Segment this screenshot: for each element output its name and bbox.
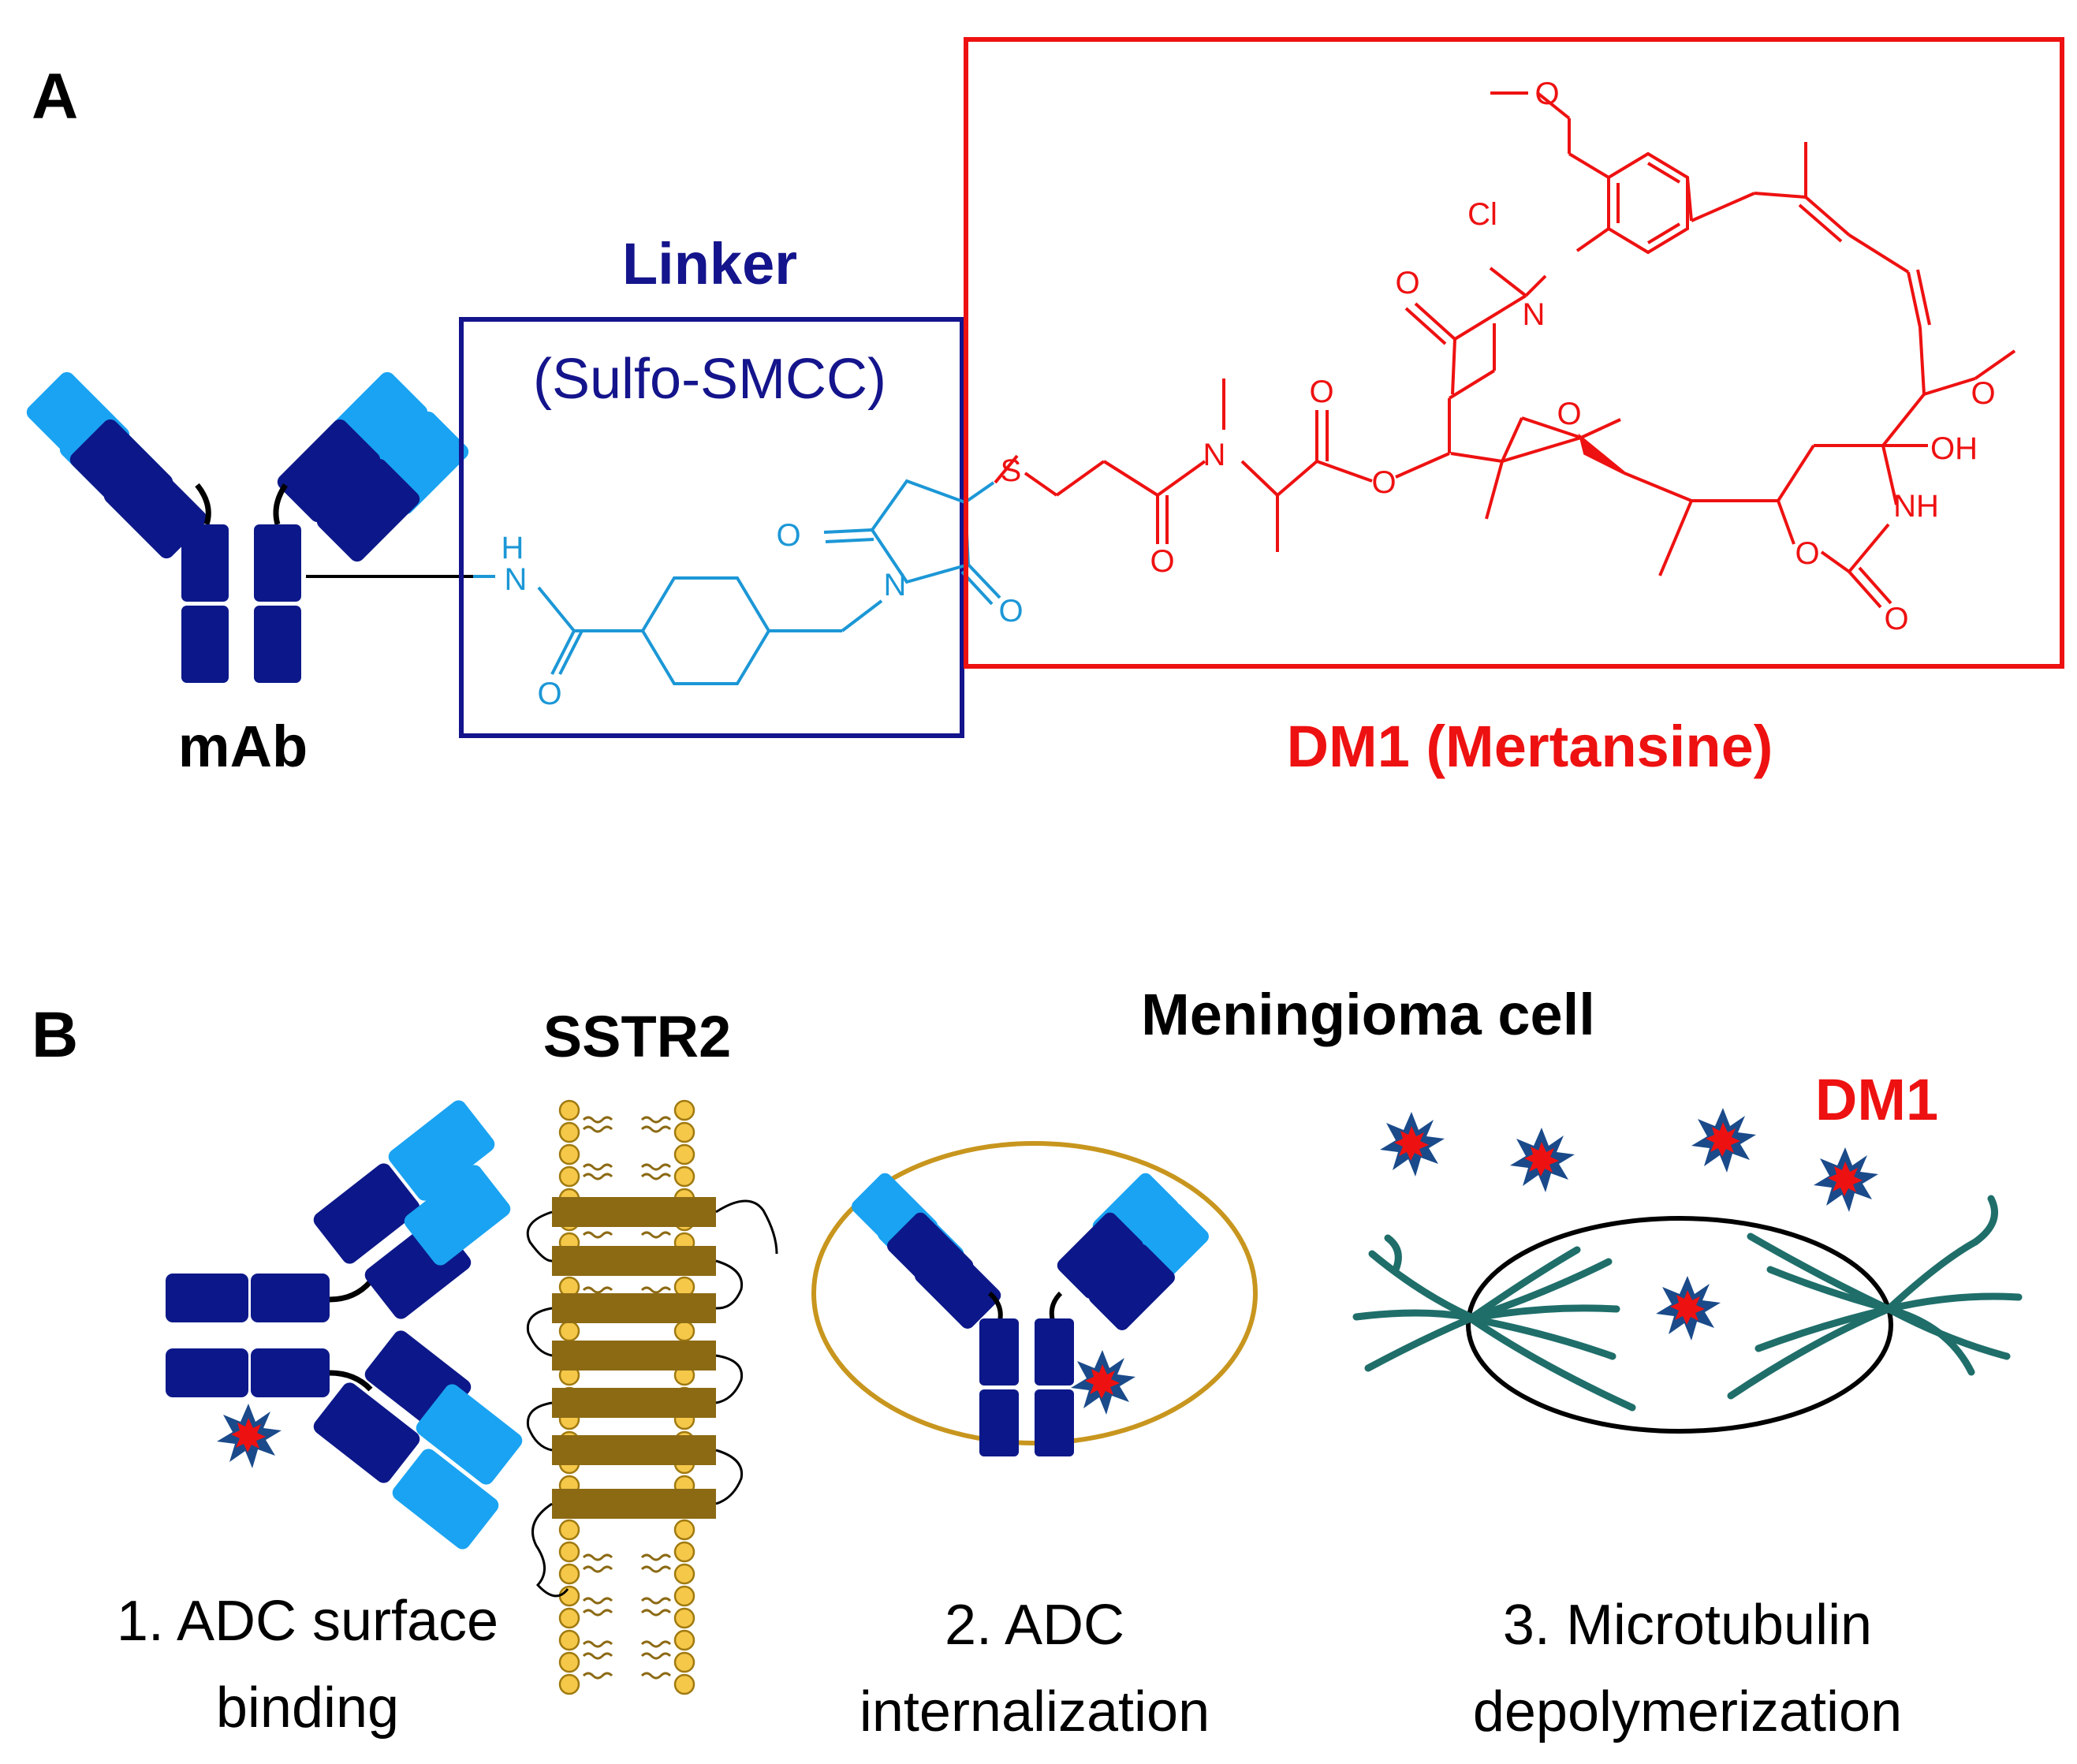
- drug-atom-o-top: O: [1309, 375, 1333, 409]
- drug-atom-methoxy-o2: O: [1971, 376, 1995, 411]
- drug-star-free-1: [1380, 1112, 1445, 1177]
- drug-atom-labels: S O N O O O N Cl O O O OH NH O O O: [1001, 76, 1996, 636]
- step2-caption-line2: internalization: [860, 1680, 1210, 1743]
- linker-atom-labels: H N O O N O: [502, 518, 1024, 711]
- step2-caption-line1: 2. ADC: [945, 1594, 1124, 1657]
- drug-box: [964, 37, 2064, 669]
- receptor-label: SSTR2: [543, 1004, 732, 1069]
- drug-atom-ring-o: O: [1795, 536, 1819, 571]
- linker-atom-amide-o: O: [537, 677, 561, 711]
- linker-title: Linker: [622, 231, 797, 296]
- linker-structure: [473, 479, 1001, 685]
- step3-caption-line2: depolymerization: [1473, 1680, 1902, 1743]
- mab-label: mAb: [178, 714, 308, 779]
- linker-atom-imide-o-right: O: [998, 594, 1023, 628]
- linker-subtitle: (Sulfo-SMCC): [533, 348, 886, 411]
- drug-atom-methoxy-o: O: [1534, 76, 1559, 111]
- drug-atom-ester-o: O: [1371, 465, 1396, 500]
- sstr2-receptor: [526, 1197, 778, 1598]
- drug-star-step1: [217, 1404, 282, 1468]
- linker-atom-imide-o-top: O: [776, 518, 800, 553]
- nucleus-spindle: [1466, 1216, 1893, 1434]
- antibody-a-left-arm: [26, 371, 207, 559]
- drug-atom-cl: Cl: [1467, 197, 1497, 232]
- antibody-a-right-arm: [277, 371, 469, 562]
- drug-structure: [994, 91, 2016, 609]
- step1-caption-line1: 1. ADC surface: [117, 1590, 498, 1653]
- antibody-bound: [166, 1100, 523, 1550]
- panel-a-letter: A: [32, 61, 78, 132]
- drug-star-nucleus: [1656, 1276, 1721, 1341]
- step-captions: 1. ADC surface binding 2. ADC internaliz…: [117, 1590, 1902, 1743]
- antibody-internalized: [852, 1173, 1209, 1456]
- linker-atom-imide-n: N: [884, 568, 907, 602]
- drug-atom-nh: NH: [1893, 489, 1939, 524]
- microtubules: [1352, 1195, 2023, 1412]
- drug-atom-epoxide-o: O: [1557, 397, 1581, 431]
- drug-star-step2: [1071, 1350, 1135, 1415]
- antibody-a: [26, 371, 469, 683]
- drug-atom-n-methyl: N: [1203, 438, 1226, 472]
- panel-b-drug-label: DM1: [1815, 1067, 1938, 1132]
- step3-caption-line1: 3. Microtubulin: [1503, 1594, 1872, 1657]
- drug-star-free-2: [1510, 1128, 1575, 1192]
- drug-label: DM1 (Mertansine): [1287, 714, 1773, 779]
- cell-label: Meningioma cell: [1141, 982, 1595, 1047]
- linker-atom-h: H: [502, 531, 524, 565]
- drug-atom-s: S: [1001, 453, 1022, 488]
- drug-atom-lactam-o: O: [1395, 266, 1419, 300]
- cell-membrane-bilayer: [526, 1099, 778, 1695]
- drug-star-free-4: [1814, 1147, 1878, 1212]
- drug-atom-carbamate-o: O: [1884, 602, 1908, 636]
- drug-atom-amide-o: O: [1150, 544, 1174, 579]
- panel-b-letter: B: [32, 999, 78, 1071]
- step1-caption-line2: binding: [216, 1676, 399, 1740]
- drug-atom-n-ring: N: [1523, 297, 1546, 332]
- drug-star-free-3: [1691, 1108, 1756, 1173]
- linker-atom-n: N: [505, 562, 528, 597]
- drug-atom-oh: OH: [1930, 431, 1978, 466]
- linker-box: [459, 317, 964, 738]
